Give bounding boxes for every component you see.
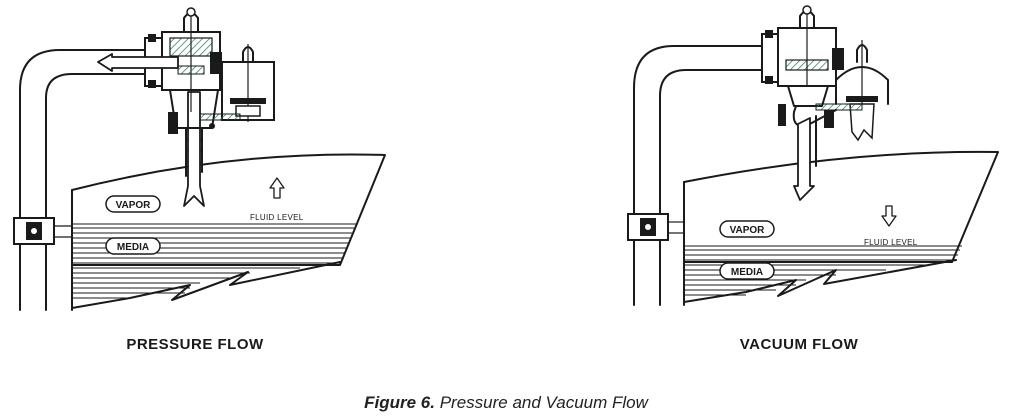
vacuum-flow-diagram: VAPOR MEDIA FLUID LEVEL [627,5,999,306]
vapor-label: VAPOR [105,195,161,213]
pressure-flow-panel: VAPOR MEDIA FLUID LEVEL PRESSURE FLOW [0,0,506,380]
pressure-flow-arrow [183,91,205,207]
pressure-flow-caption: PRESSURE FLOW [126,336,264,353]
vacuum-flow-caption: VACUUM FLOW [739,336,859,353]
vacuum-flow-arrow [792,105,837,201]
figure-caption: Figure 6. Pressure and Vacuum Flow [0,393,1012,413]
fluid-level-label: FLUID LEVEL [864,238,918,247]
pressure-valve-body [144,7,222,129]
figure-title: Pressure and Vacuum Flow [439,393,648,412]
vapor-label: VAPOR [719,220,775,238]
vent-pipe [19,49,151,311]
pressure-valve-body [761,5,844,107]
outflow-arrow [97,53,179,72]
vapor-label-text: VAPOR [730,225,766,236]
down-arrow-icon [881,205,897,227]
pressure-flow-diagram: VAPOR MEDIA FLUID LEVEL [13,7,386,311]
pipe-clamp [627,213,684,241]
media-label: MEDIA [719,262,775,280]
vacuum-valve-housing [778,40,889,142]
media-label-text: MEDIA [117,242,149,253]
tank [71,153,386,311]
vacuum-flow-panel: VAPOR MEDIA FLUID LEVEL VACUUM FLOW [506,0,1012,380]
figure-number: Figure 6. [364,393,435,412]
media-label: MEDIA [105,237,161,255]
pipe-clamp [13,217,72,245]
media-label-text: MEDIA [731,267,763,278]
media-region [683,245,962,303]
secondary-valve-housing [168,44,275,134]
vapor-label-text: VAPOR [116,200,152,211]
up-arrow-icon [269,177,285,199]
vent-pipe [633,45,769,306]
fluid-level-label: FLUID LEVEL [250,213,304,222]
